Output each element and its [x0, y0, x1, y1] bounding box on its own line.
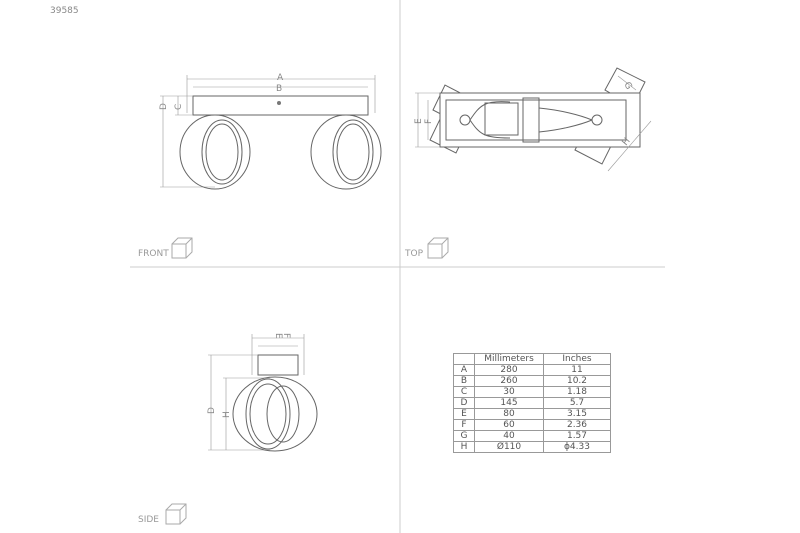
spotlight-ring-left	[179, 114, 251, 190]
cube-icon	[171, 237, 193, 259]
header-millimeters: Millimeters	[474, 353, 544, 365]
table-header-row: Millimeters Inches	[453, 353, 611, 365]
dim-label-b: B	[276, 84, 282, 94]
dim-label-h-side: H	[222, 411, 232, 418]
dim-label-e-side: E	[273, 333, 283, 339]
dim-label-h: H	[621, 136, 633, 148]
dim-label-f-side: F	[281, 333, 291, 338]
spotlight-ring-side	[232, 376, 318, 452]
dim-label-c: C	[174, 104, 184, 110]
dim-label-f: F	[424, 119, 434, 124]
view-label-top: TOP	[404, 249, 424, 259]
cube-icon	[427, 237, 449, 259]
front-view: A B C D FRONT	[138, 73, 382, 259]
view-label-side: SIDE	[138, 515, 159, 525]
header-inches: Inches	[543, 353, 611, 365]
top-view: E F G H TOP	[404, 67, 652, 259]
cube-icon	[165, 503, 187, 525]
side-view: E F D H SIDE	[138, 333, 318, 525]
view-label-front: FRONT	[138, 249, 169, 259]
product-code: 39585	[50, 6, 79, 16]
dim-label-g: G	[621, 81, 633, 92]
dim-label-d: D	[159, 103, 169, 110]
spotlight-ring-right	[310, 114, 382, 190]
mounting-bar	[192, 95, 369, 116]
dim-label-a: A	[277, 73, 284, 83]
dim-label-e: E	[414, 118, 424, 124]
dim-label-d-side: D	[207, 407, 217, 414]
